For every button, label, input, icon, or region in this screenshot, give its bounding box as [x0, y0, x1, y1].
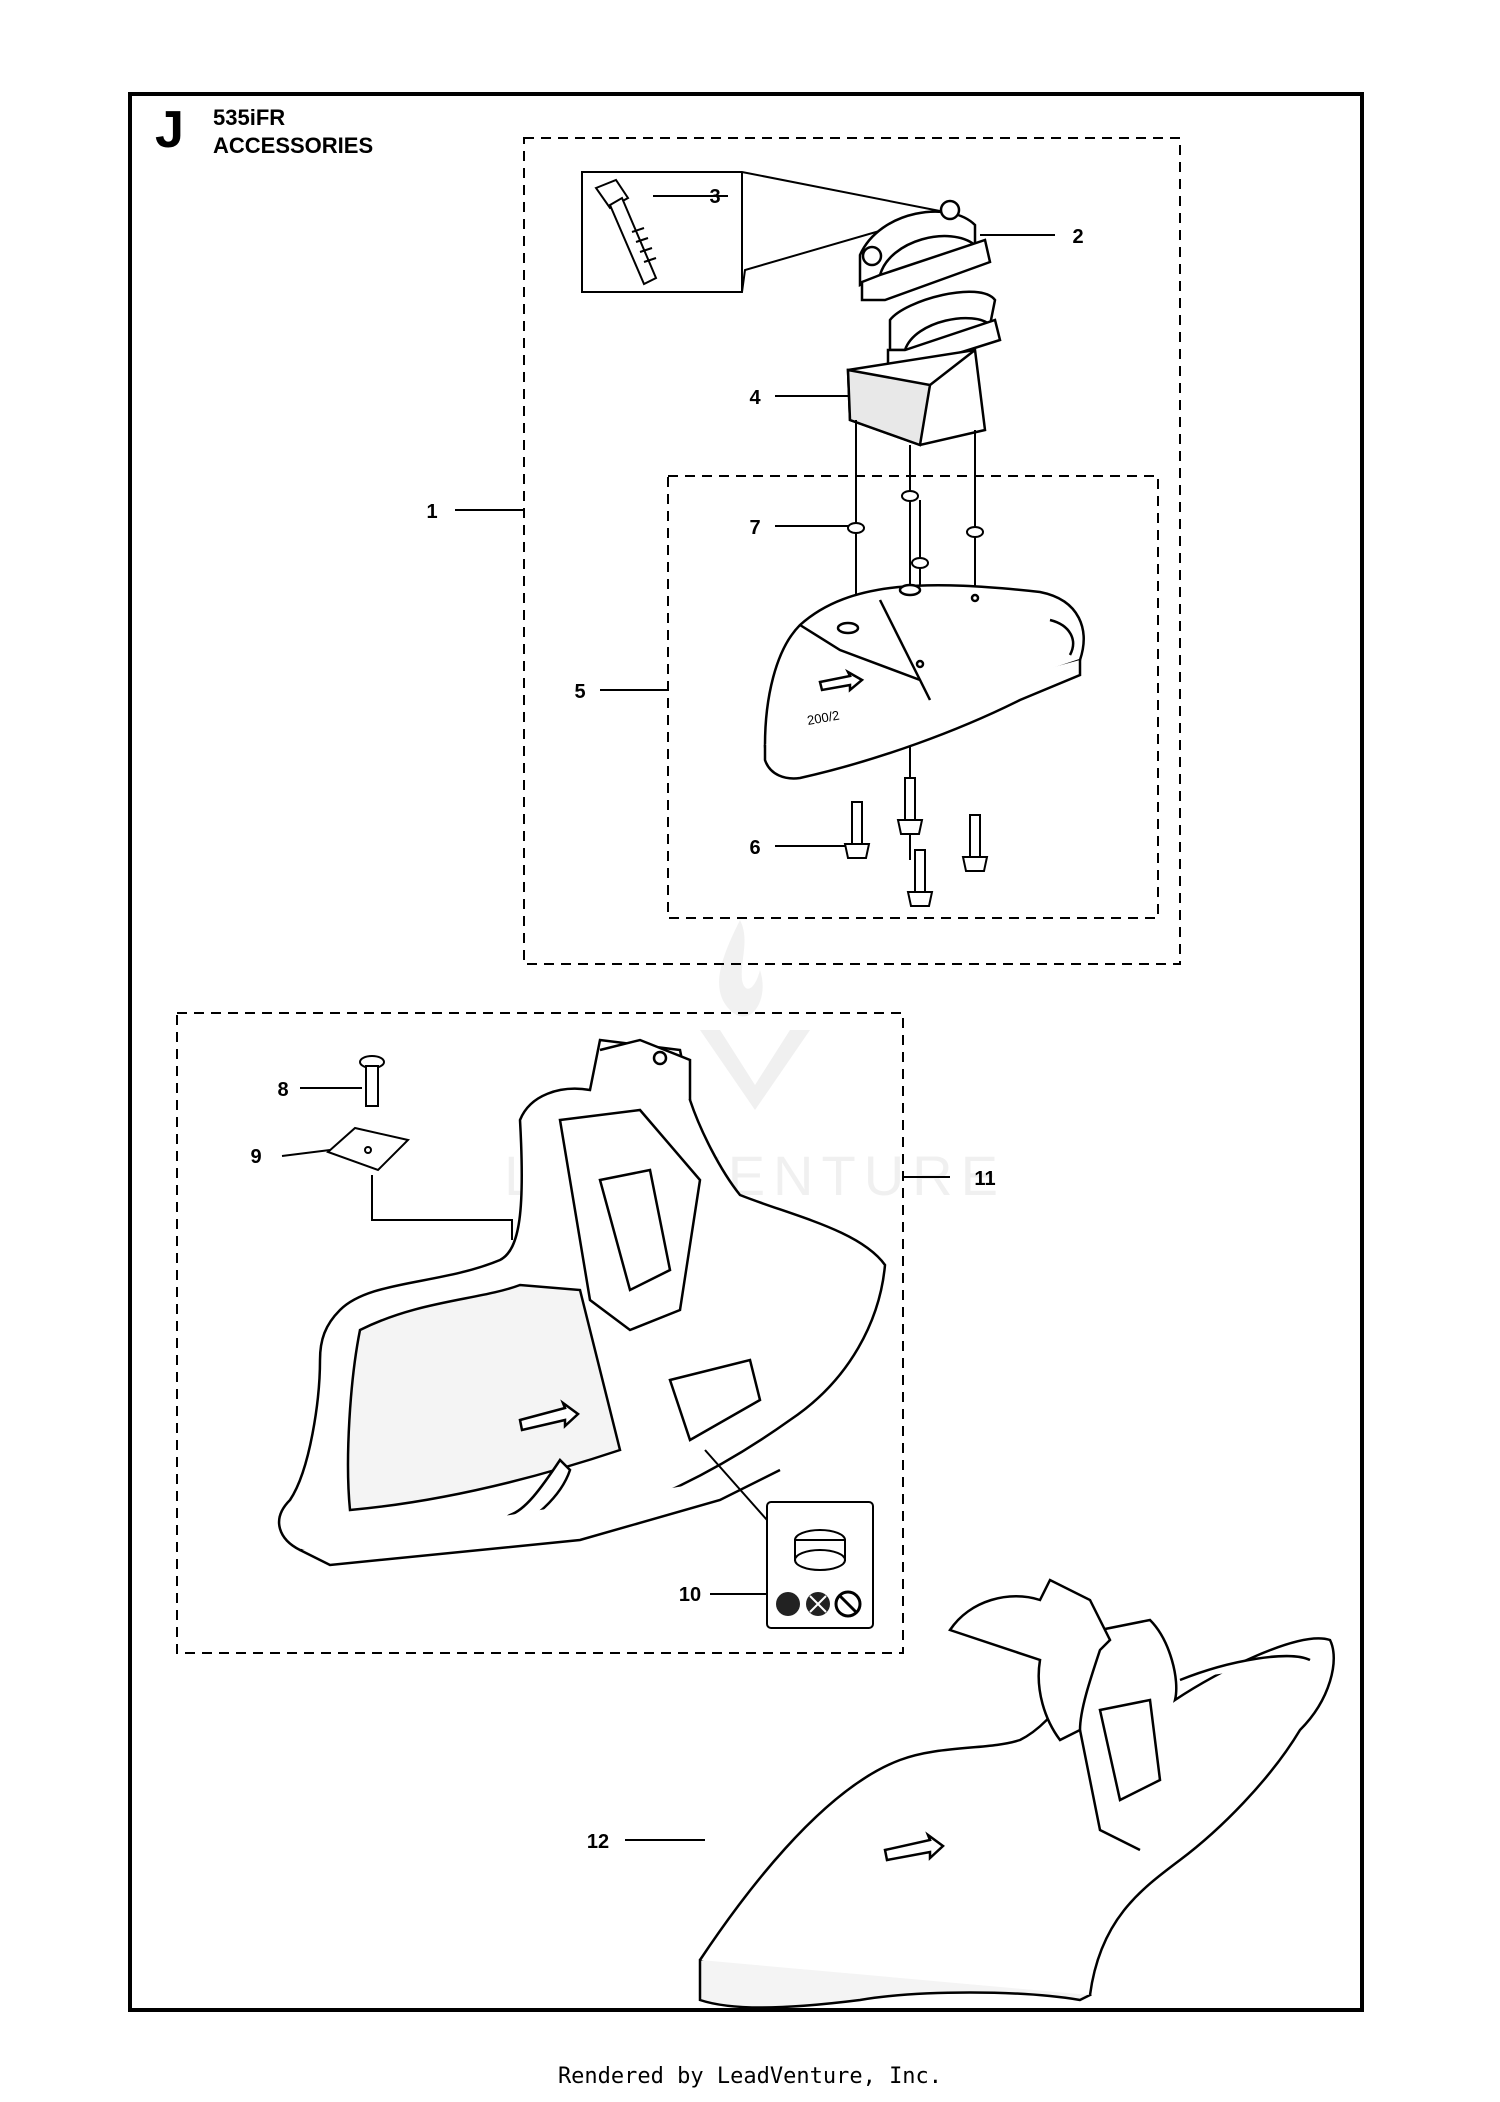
decal-part-10: [766, 1501, 874, 1629]
callout-5: 5: [574, 681, 585, 703]
callout-7: 7: [749, 517, 760, 539]
guard-part-11: [278, 1038, 887, 1567]
leader-lines: [281, 195, 1055, 1841]
callout-2: 2: [1072, 226, 1083, 248]
callout-6: 6: [749, 837, 760, 859]
section-title: ACCESSORIES: [213, 133, 374, 158]
callout-4: 4: [749, 387, 761, 409]
model-code: 535iFR: [213, 105, 286, 130]
assembly-11-box: [176, 1012, 904, 1654]
callout-3: 3: [709, 186, 720, 208]
bracket-part-4: [846, 348, 987, 447]
guard-part-5: 200/2: [763, 583, 1085, 780]
svg-text:200/2: 200/2: [806, 708, 841, 728]
screws-part-6: [843, 777, 989, 907]
screw-part-8: [359, 1055, 385, 1107]
clamp-part-2: [858, 199, 1002, 372]
guard-part-12: [698, 1578, 1335, 2009]
diagram-frame: [128, 92, 1364, 2012]
plate-part-9: [326, 1126, 410, 1172]
callout-12: 12: [587, 1831, 609, 1853]
callout-8: 8: [277, 1079, 288, 1101]
bolt-part-3: [594, 178, 658, 286]
callout-numbers: 1 2 3 4 5 6 7 8 9 10 11 12: [250, 186, 1083, 1853]
footer-credit: Rendered by LeadVenture, Inc.: [557, 2064, 943, 2089]
assembly-5-box: [667, 475, 1159, 919]
callout-10: 10: [679, 1584, 701, 1606]
callout-1: 1: [426, 501, 437, 523]
washers-part-7: [847, 490, 984, 569]
section-letter: J: [155, 101, 184, 159]
assembly-1-box: [523, 137, 1181, 965]
callout-9: 9: [250, 1146, 261, 1168]
callout-11: 11: [974, 1168, 995, 1190]
